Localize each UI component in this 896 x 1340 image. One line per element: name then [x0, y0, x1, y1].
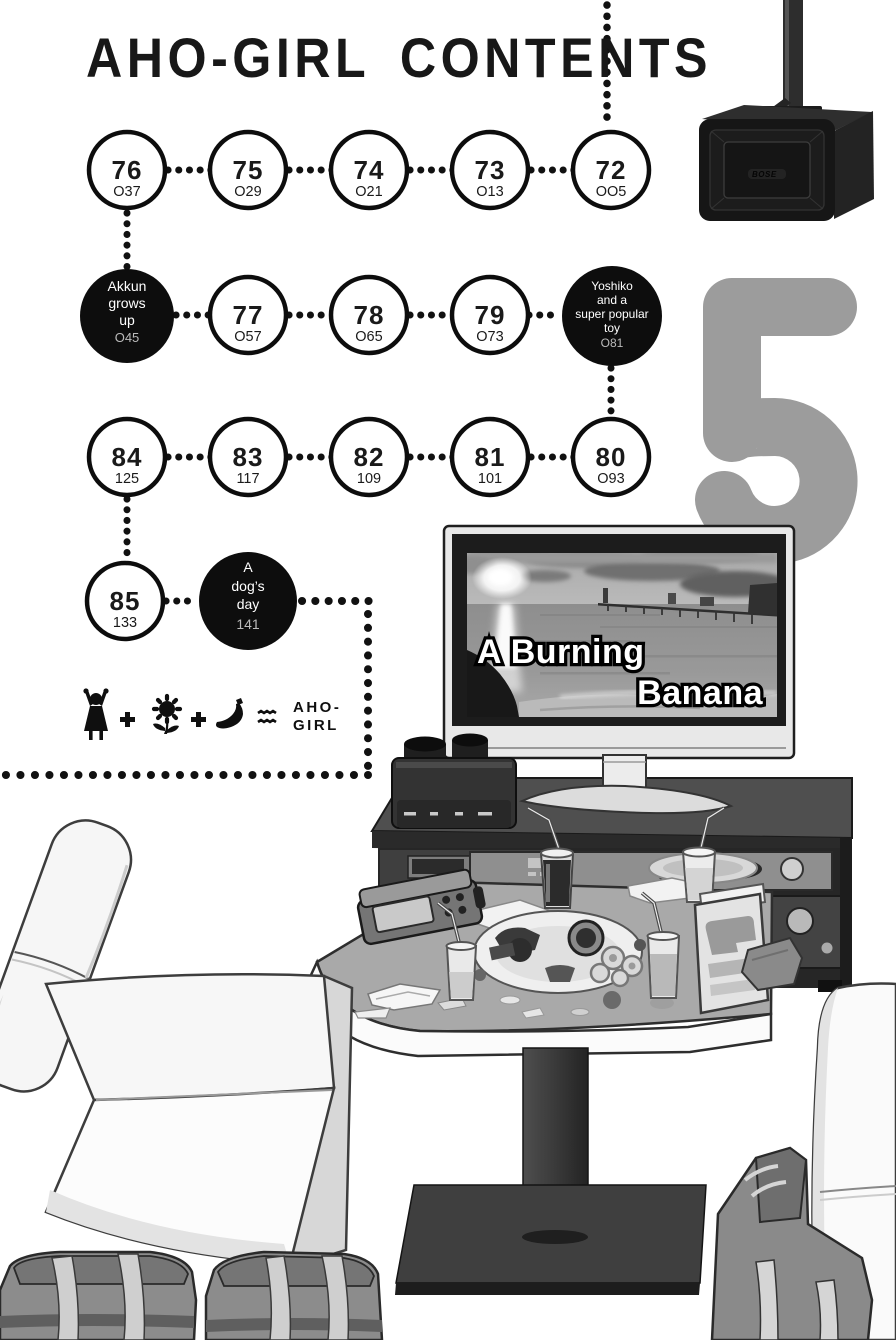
svg-text:Banana: Banana	[637, 674, 763, 712]
svg-text:up: up	[119, 312, 135, 328]
svg-text:O37: O37	[113, 184, 140, 200]
svg-text:O81: O81	[601, 336, 624, 350]
svg-text:O57: O57	[234, 329, 261, 345]
svg-text:79: 79	[475, 300, 506, 330]
svg-text:133: 133	[113, 615, 137, 631]
svg-text:Yoshiko: Yoshiko	[591, 279, 633, 293]
svg-text:81: 81	[475, 442, 506, 472]
svg-text:84: 84	[112, 442, 143, 472]
svg-text:GIRL: GIRL	[293, 717, 339, 734]
svg-text:78: 78	[354, 300, 385, 330]
svg-text:Akkun: Akkun	[108, 278, 147, 294]
svg-text:BOSE: BOSE	[752, 170, 777, 179]
svg-text:day: day	[237, 596, 260, 612]
svg-text:toy: toy	[604, 321, 620, 335]
svg-text:73: 73	[475, 155, 506, 185]
svg-text:grows: grows	[108, 295, 145, 311]
svg-text:117: 117	[236, 471, 259, 487]
svg-text:80: 80	[596, 442, 627, 472]
svg-text:74: 74	[354, 155, 385, 185]
svg-text:77: 77	[233, 300, 264, 330]
svg-text:101: 101	[478, 471, 502, 487]
svg-text:O45: O45	[115, 330, 140, 345]
svg-text:109: 109	[357, 471, 381, 487]
svg-text:OO5: OO5	[596, 184, 627, 200]
svg-text:A: A	[243, 559, 253, 575]
svg-text:AHO-: AHO-	[293, 699, 341, 716]
svg-text:125: 125	[115, 471, 139, 487]
svg-text:85: 85	[110, 586, 141, 616]
svg-text:O65: O65	[355, 329, 382, 345]
svg-text:and a: and a	[597, 293, 627, 307]
svg-text:AHO-GIRL CONTENTS: AHO-GIRL CONTENTS	[86, 26, 712, 89]
svg-text:dog’s: dog’s	[231, 578, 264, 594]
svg-text:141: 141	[236, 616, 260, 632]
svg-text:O21: O21	[355, 184, 382, 200]
svg-text:O93: O93	[597, 471, 624, 487]
svg-text:82: 82	[354, 442, 385, 472]
svg-text:72: 72	[596, 155, 627, 185]
svg-text:O29: O29	[234, 184, 261, 200]
svg-text:75: 75	[233, 155, 264, 185]
svg-text:76: 76	[112, 155, 143, 185]
svg-text:83: 83	[233, 442, 264, 472]
svg-text:O13: O13	[476, 184, 503, 200]
svg-text:A Burning: A Burning	[477, 633, 645, 671]
svg-text:super popular: super popular	[575, 307, 648, 321]
svg-text:O73: O73	[476, 329, 503, 345]
